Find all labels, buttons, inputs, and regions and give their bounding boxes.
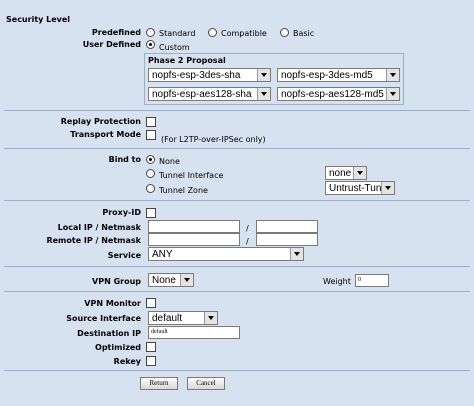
remote-ip-slash: / [246, 237, 249, 246]
predefined-label: Predefined [91, 28, 141, 37]
transport-mode-label: Transport Mode [70, 130, 141, 139]
phase2-proposal-3-value: nopfs-esp-aes128-sha [152, 89, 252, 100]
local-ip-label: Local IP / Netmask [57, 223, 141, 232]
source-interface-label: Source Interface [66, 314, 141, 323]
rekey-label: Rekey [113, 357, 141, 366]
optimized-checkbox[interactable] [146, 342, 156, 352]
chevron-down-icon [257, 69, 270, 81]
weight-input[interactable]: 0 [355, 274, 389, 287]
destination-ip-input[interactable]: default [148, 326, 240, 339]
tunnel-zone-select[interactable]: Untrust-Tun [325, 181, 395, 195]
vpn-monitor-label: VPN Monitor [84, 299, 141, 308]
separator [4, 291, 470, 292]
phase2-proposal-box [144, 53, 404, 105]
transport-mode-note: (For L2TP-over-IPSec only) [161, 135, 266, 144]
radio-custom-label: Custom [159, 43, 190, 52]
radio-compatible[interactable] [208, 28, 217, 37]
proxy-id-checkbox[interactable] [146, 208, 156, 218]
source-interface-value: default [152, 313, 183, 324]
separator [4, 200, 470, 201]
tunnel-interface-value: none [329, 168, 352, 179]
phase2-proposal-3-select[interactable]: nopfs-esp-aes128-sha [148, 87, 271, 101]
radio-basic-label: Basic [293, 29, 315, 38]
radio-bind-tunnel-zone[interactable] [146, 184, 155, 193]
phase2-proposal-title: Phase 2 Proposal [148, 56, 226, 65]
bind-to-label: Bind to [108, 155, 141, 164]
phase2-proposal-4-select[interactable]: nopfs-esp-aes128-md5 [277, 87, 400, 101]
phase2-proposal-4-value: nopfs-esp-aes128-md5 [281, 89, 384, 100]
chevron-down-icon [180, 274, 193, 286]
tunnel-interface-select[interactable]: none [325, 166, 367, 180]
chevron-down-icon [353, 167, 366, 179]
radio-custom[interactable] [146, 40, 155, 49]
optimized-label: Optimized [95, 343, 141, 352]
service-value: ANY [152, 249, 173, 260]
vpn-group-select[interactable]: None [148, 273, 194, 287]
remote-ip-input[interactable] [148, 233, 240, 246]
radio-bind-none-label: None [159, 157, 180, 166]
return-button[interactable]: Return [140, 377, 178, 390]
cancel-button[interactable]: Cancel [187, 377, 225, 390]
separator [4, 148, 470, 149]
replay-protection-label: Replay Protection [60, 117, 141, 126]
proxy-id-label: Proxy-ID [102, 208, 141, 217]
chevron-down-icon [257, 88, 270, 100]
chevron-down-icon [290, 248, 303, 260]
chevron-down-icon [381, 182, 394, 194]
rekey-checkbox[interactable] [146, 356, 156, 366]
destination-ip-label: Destination IP [77, 329, 141, 338]
source-interface-select[interactable]: default [148, 311, 218, 325]
local-ip-slash: / [246, 224, 249, 233]
vpn-monitor-checkbox[interactable] [146, 298, 156, 308]
transport-mode-checkbox[interactable] [146, 130, 156, 140]
separator [4, 370, 470, 371]
vpn-group-value: None [152, 275, 176, 286]
phase2-proposal-1-select[interactable]: nopfs-esp-3des-sha [148, 68, 271, 82]
chevron-down-icon [386, 69, 399, 81]
phase2-proposal-2-select[interactable]: nopfs-esp-3des-md5 [277, 68, 400, 82]
chevron-down-icon [386, 88, 399, 100]
radio-compatible-label: Compatible [221, 29, 267, 38]
local-netmask-input[interactable] [256, 220, 318, 233]
replay-protection-checkbox[interactable] [146, 117, 156, 127]
radio-basic[interactable] [280, 28, 289, 37]
remote-netmask-input[interactable] [256, 233, 318, 246]
radio-bind-none[interactable] [146, 155, 155, 164]
vpn-group-label: VPN Group [92, 277, 141, 286]
security-level-heading: Security Level [6, 15, 71, 24]
chevron-down-icon [204, 312, 217, 324]
remote-ip-label: Remote IP / Netmask [46, 236, 141, 245]
radio-bind-tunnel-interface-label: Tunnel Interface [159, 171, 224, 180]
separator [4, 110, 470, 111]
separator [4, 266, 470, 267]
phase2-proposal-2-value: nopfs-esp-3des-md5 [281, 70, 373, 81]
service-label: Service [107, 251, 141, 260]
user-defined-label: User Defined [82, 40, 141, 49]
phase2-proposal-1-value: nopfs-esp-3des-sha [152, 70, 241, 81]
service-select[interactable]: ANY [148, 247, 304, 261]
weight-label: Weight [323, 277, 351, 286]
radio-standard-label: Standard [159, 29, 196, 38]
tunnel-zone-value: Untrust-Tun [329, 183, 382, 194]
radio-bind-tunnel-interface[interactable] [146, 169, 155, 178]
radio-standard[interactable] [146, 28, 155, 37]
local-ip-input[interactable] [148, 220, 240, 233]
radio-bind-tunnel-zone-label: Tunnel Zone [159, 186, 208, 195]
